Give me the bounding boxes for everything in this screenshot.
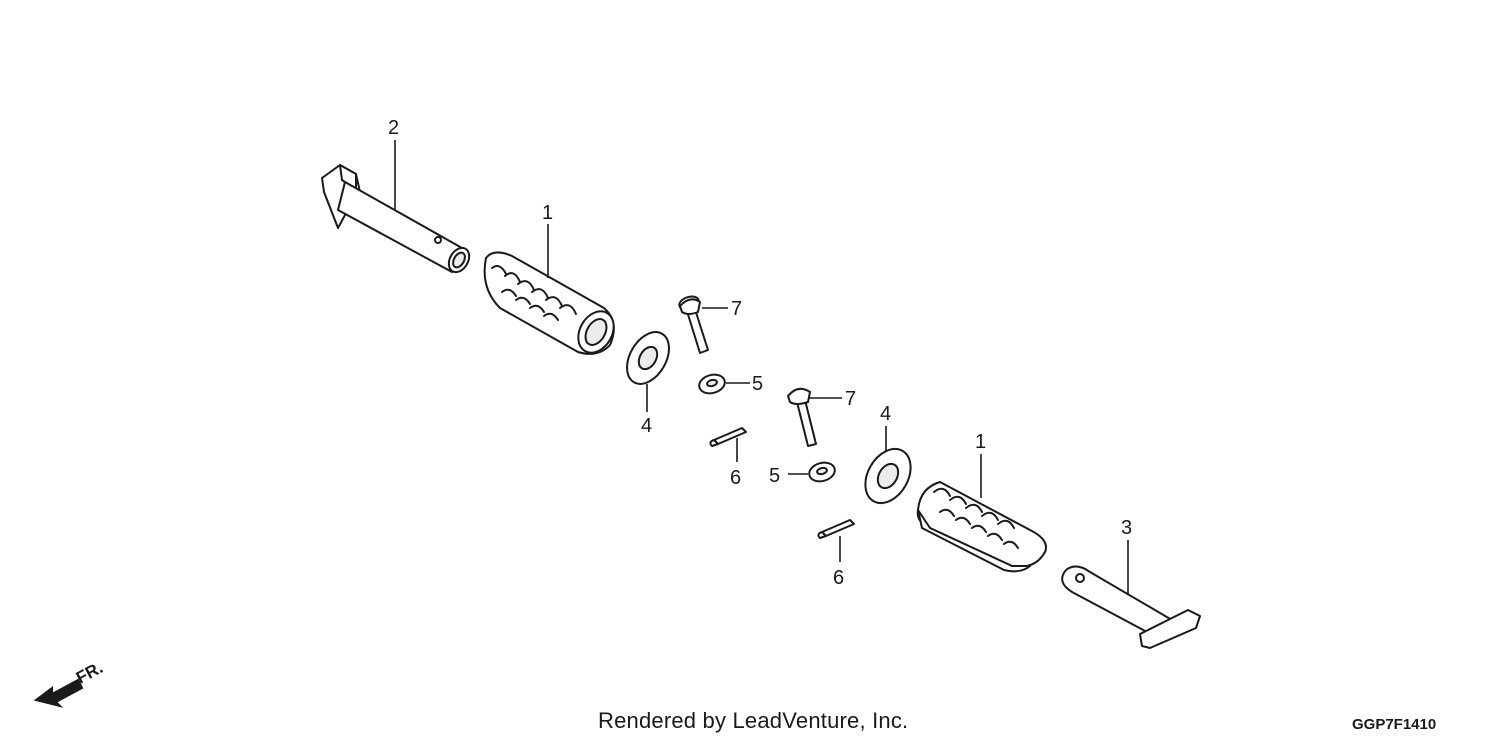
callout-5-lower: 5 xyxy=(769,465,780,487)
washer-lower xyxy=(864,447,912,505)
front-direction-arrow-icon xyxy=(33,678,84,708)
diagram-code: GGP7F1410 xyxy=(1352,716,1437,733)
pin-lower xyxy=(787,387,817,447)
callout-4-upper: 4 xyxy=(641,415,652,437)
callout-1-upper: 1 xyxy=(542,202,553,224)
cotter-pin-lower xyxy=(817,519,855,539)
pin-upper xyxy=(678,295,709,354)
callout-2: 2 xyxy=(388,117,399,139)
cotter-pin-upper xyxy=(709,427,747,447)
callout-7-upper: 7 xyxy=(731,298,742,320)
footpeg-rubber-lower xyxy=(916,481,1047,573)
step-holder-right xyxy=(1061,565,1201,649)
callout-7-lower: 7 xyxy=(845,388,856,410)
callout-3: 3 xyxy=(1121,517,1132,539)
callout-6-upper: 6 xyxy=(730,467,741,489)
washer-upper xyxy=(626,331,670,385)
callout-6-lower: 6 xyxy=(833,567,844,589)
callout-1-lower: 1 xyxy=(975,431,986,453)
footpeg-rubber-upper xyxy=(483,251,615,355)
small-washer-lower xyxy=(808,461,836,483)
render-credit: Rendered by LeadVenture, Inc. xyxy=(598,708,909,733)
callout-5-upper: 5 xyxy=(752,373,763,395)
step-holder-left xyxy=(321,164,471,274)
small-washer-upper xyxy=(698,373,726,395)
callout-4-lower: 4 xyxy=(880,403,891,425)
